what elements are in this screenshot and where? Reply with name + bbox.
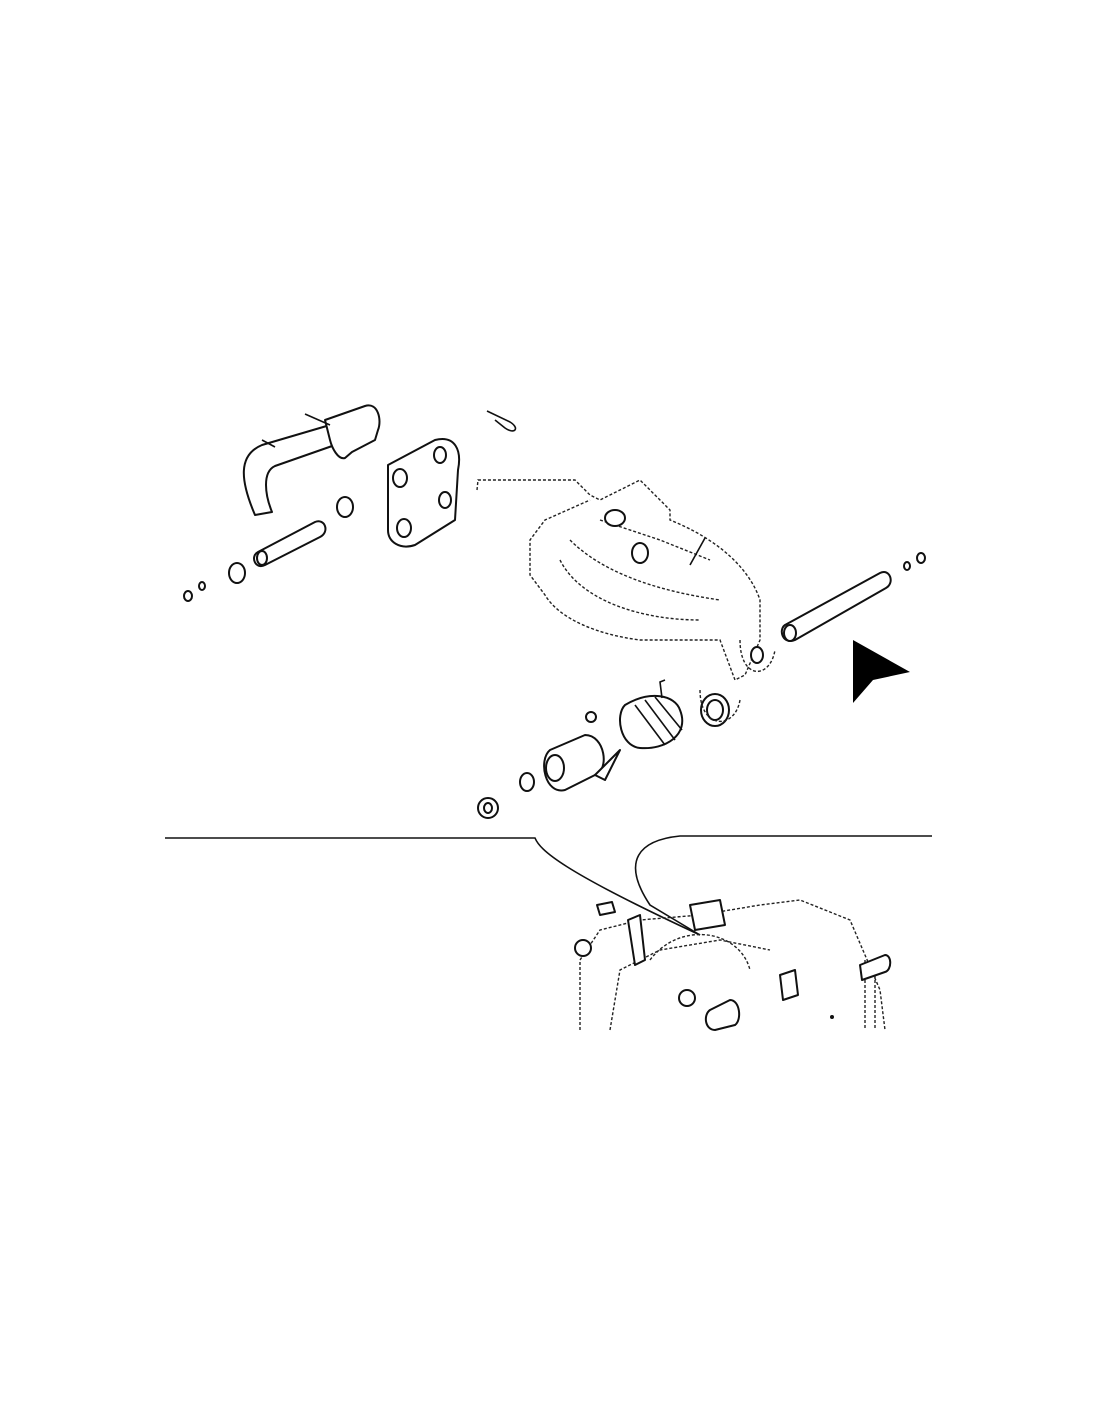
separator-line	[165, 837, 701, 936]
right-pin-assembly	[780, 552, 926, 642]
swing-arm	[476, 479, 776, 727]
overview-assembly	[574, 899, 892, 1031]
view-direction-arrow-icon	[853, 640, 910, 703]
separator-line-right	[634, 835, 932, 936]
left-pin-assembly	[183, 496, 354, 602]
cotter-pin	[486, 410, 517, 432]
link-bracket	[387, 438, 460, 548]
spring-roller-assembly	[477, 679, 684, 819]
handle-lever	[242, 404, 381, 516]
